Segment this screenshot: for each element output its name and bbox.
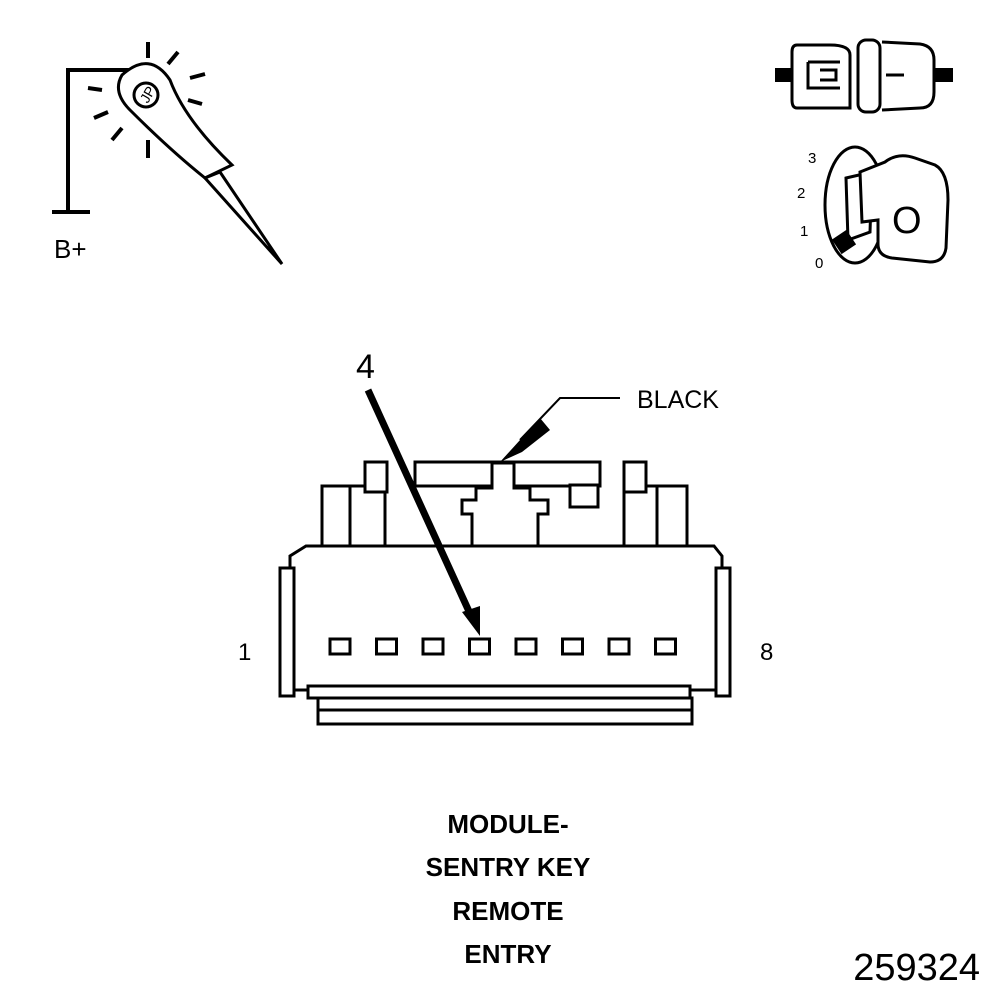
pin-cavity-7 [607,637,631,656]
pin-cavity-3 [421,637,445,656]
ignition-position-1: 1 [800,223,808,240]
color-callout-leader [500,397,620,462]
probe-label: B+ [54,234,87,264]
caption-line-4: ENTRY [464,939,551,969]
connector-body [278,460,732,726]
test-light-probe-icon: JP [52,42,284,266]
ignition-positions: 3 2 1 0 [797,150,823,272]
module-caption: MODULE- SENTRY KEY REMOTE ENTRY [426,809,591,969]
caption-line-1: MODULE- [447,809,568,839]
key-letter: O [892,200,922,242]
pin-cavity-8 [654,637,677,656]
pin-cavity-6 [561,637,584,656]
connector-color-label: BLACK [637,386,719,414]
pin-cavity-1 [328,637,352,656]
figure-number: 259324 [853,947,980,989]
caption-line-2: SENTRY KEY [426,852,591,882]
pin-cavity-5 [514,637,538,656]
pin-callout-arrow [364,388,480,636]
connector-plug-icon [775,38,953,114]
svg-text:JP: JP [136,83,158,105]
ignition-position-3: 3 [808,150,816,167]
pin-row [328,637,677,656]
pin-label-last: 8 [760,639,773,666]
pin-callout-number: 4 [356,348,375,386]
caption-line-3: REMOTE [452,896,563,926]
ignition-key-icon: O [858,154,950,264]
pin-label-first: 1 [238,639,251,666]
pin-cavity-4 [468,637,491,656]
ignition-position-2: 2 [797,185,805,202]
ignition-position-0: 0 [815,255,823,272]
pin-cavity-2 [375,637,398,656]
